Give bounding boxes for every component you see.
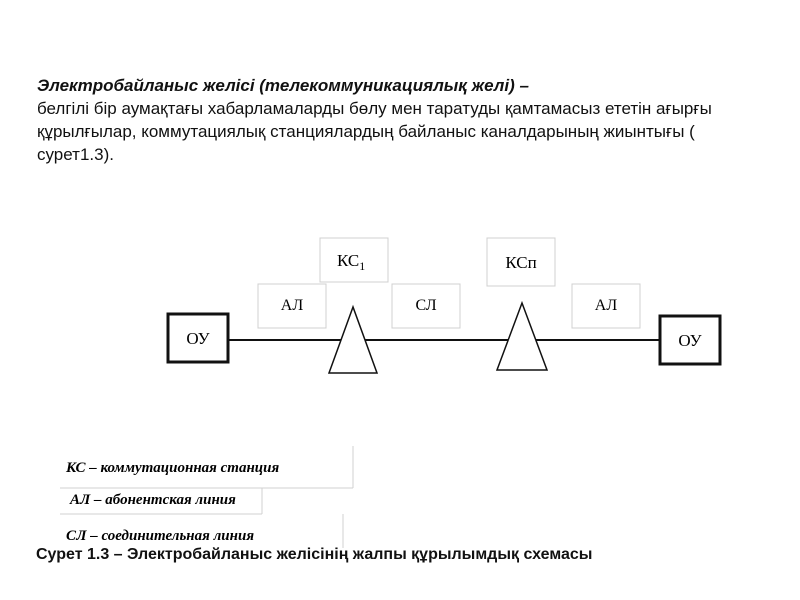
intro-paragraph: Электробайланыс желісі (телекоммуникация… [37,74,737,166]
al-left-frame [257,283,327,329]
al-left-label: АЛ [281,297,304,314]
left-terminal-label: ОУ [186,329,210,348]
left-terminal-box [166,312,230,364]
intro-term: Электробайланыс желісі (телекоммуникация… [37,76,529,95]
ksn-frame [486,237,556,287]
legend-item-al: АЛ – абонентская линия [69,492,236,508]
ks1-sub: 1 [359,259,365,273]
station-1-triangle [327,304,379,374]
ks1-frame [319,237,389,283]
intro-body: белгілі бір аумақтағы хабарламаларды бөл… [37,99,712,164]
legend: КС – коммутационная станция АЛ – абонент… [60,446,354,548]
ksn-label: КСп [505,253,536,272]
right-terminal-box [658,314,722,366]
legend-item-ks: КС – коммутационная станция [65,460,279,476]
legend-item-sl: СЛ – соединительная линия [66,528,254,544]
figure-caption: Сурет 1.3 – Электробайланыс желісінің жа… [36,546,593,563]
sl-label: СЛ [415,297,436,314]
sl-frame [391,283,461,329]
al-right-label: АЛ [595,297,618,314]
right-terminal-label: ОУ [678,331,702,350]
al-right-frame [571,283,641,329]
ks1-label: КС1 [337,251,365,273]
ks1-main: КС [337,251,359,270]
station-n-triangle [495,300,549,371]
